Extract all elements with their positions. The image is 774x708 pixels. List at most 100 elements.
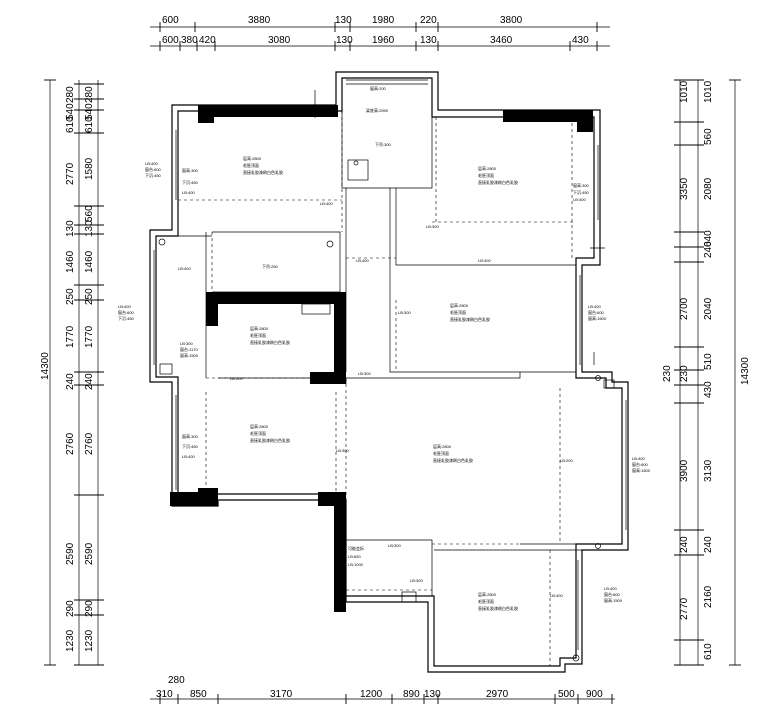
left-inner-8: 250 [84,288,95,305]
ceiling-finish: 毛胚顶面 [478,598,494,604]
window-note: 下沉:450 [145,172,162,178]
bottom-dim-8: 500 [558,689,575,700]
right-outer-3: 2700 [679,297,690,320]
window-note: 下沉:450 [182,443,199,449]
entry-note: 可能会拆 [348,545,364,551]
bottom-dimension-chain: 280 310 850 3170 1200 890 130 2970 500 9… [150,675,615,704]
left-inner-13: 290 [84,600,95,617]
right-outer-2: 3350 [679,177,690,200]
beam-label: LB:200 [230,376,243,381]
room-annotation-d: 层高:2800 毛胚顶面 直接乳胶漆刷白色乳胶 [250,325,290,345]
beam-label: LB:300 [388,543,401,548]
drain-icon-4 [595,543,601,549]
room-annotation-f: 层高:2800 毛胚顶面 直接乳胶漆刷白色乳胶 [433,443,473,463]
right-inner-4: 240 [703,241,714,258]
left-inner-5: 560 [84,205,95,222]
beam-label: LB:300 [336,448,349,453]
left-outer-8: 1770 [65,325,76,348]
drain-icon-2 [326,240,334,248]
bottom-dim-3: 3170 [270,689,293,700]
ceiling-note: 直接乳胶漆刷白色乳胶 [478,605,518,611]
ceiling-height: 层高:2800 [250,325,269,331]
room-annotation-e: 层高:2800 毛胚顶面 直接乳胶漆刷白色乳胶 [250,423,290,443]
meter-box [401,591,417,603]
window-note: LB:400 [182,454,195,459]
ceiling-finish: 毛胚顶面 [478,172,494,178]
left-outer-4: 2770 [65,162,76,185]
room-annotation-c: 层高:2800 毛胚顶面 直接乳胶漆刷白色乳胶 [450,302,490,322]
left-inner-12: 2590 [84,542,95,565]
beam-label: LB:400 [178,266,191,271]
drain-icon-5 [572,654,580,662]
left-inner-11: 2760 [84,432,95,455]
small-annotations: 窗高:200 梁底高:2590 下吊:300 下吊:250 LB:400 LB:… [118,85,651,603]
right-total: 14300 [740,357,751,385]
ceiling-finish: 毛胚顶面 [250,430,266,436]
right-inner-8: 430 [703,381,714,398]
window-note: 窗高:1500 [604,597,623,603]
room-annotation-a: 层高:2800 毛胚顶面 直接乳胶漆刷白色乳胶 [243,155,283,175]
drain-icon-3 [595,375,601,381]
window-note: LB:400 [145,161,158,166]
left-total: 14300 [40,352,51,380]
top-dim-4: 1980 [372,15,395,26]
window-note: 窗高:300 [573,182,590,188]
left-outer-2: 540 [65,103,76,120]
left-inner-1: 280 [84,86,95,103]
window-note: 窗高:300 [182,433,199,439]
window-height-label: 窗高:200 [370,85,387,91]
right-inner-2: 560 [703,128,714,145]
entry-note: LB:650 [348,554,361,559]
ceiling-finish: 毛胚顶面 [450,309,466,315]
pipe-box [603,379,615,389]
top-dim-3: 130 [335,15,352,26]
top-inner-4: 3080 [268,35,291,46]
top-inner-5: 130 [336,35,353,46]
beam-label: LB:300 [358,371,371,376]
right-inner-6: 2040 [703,297,714,320]
window-note: LB:400 [573,197,586,202]
window-note: 窗台:600 [604,591,621,597]
right-inner-1: 1010 [703,80,714,103]
left-outer-7: 250 [65,288,76,305]
sink-drain-icon [353,160,359,166]
ceiling-note: 直接乳胶漆刷白色乳胶 [250,339,290,345]
windows [149,79,627,650]
left-inner-7: 1460 [84,250,95,273]
top-inner-2: 380 [181,35,198,46]
drop-ceiling-label-2: 下吊:250 [262,264,279,269]
entry-note: LB:1000 [348,562,364,567]
left-outer-10: 2760 [65,432,76,455]
ceiling-height: 层高:2800 [243,155,262,161]
left-outer-3: 610 [65,116,76,133]
left-outer-11: 2590 [65,542,76,565]
room-annotation-g: 层高:2800 毛胚顶面 直接乳胶漆刷白色乳胶 [478,591,518,611]
fixtures [158,90,615,662]
right-dimension-chain: 1010 560 2080 240 640 2040 510 430 3130 … [662,79,751,666]
right-inner-12: 610 [703,643,714,660]
top-dim-6: 3800 [500,15,523,26]
beam-label: LB:400 [550,593,563,598]
left-outer-9: 240 [65,373,76,390]
bottom-dim-1: 310 [156,689,173,700]
right-inner-7: 510 [703,353,714,370]
top-inner-9: 430 [572,35,589,46]
ceiling-finish: 毛胚顶面 [243,162,259,168]
left-inner-4: 1580 [84,157,95,180]
ceiling-note: 直接乳胶漆刷白色乳胶 [450,316,490,322]
left-inner-6: 130 [84,220,95,237]
room-annotation-b: 层高:2800 毛胚顶面 直接乳胶漆刷白色乳胶 [478,165,518,185]
right-outer-6: 240 [679,536,690,553]
left-outer-5: 130 [65,220,76,237]
window-note: 窗台:600 [145,166,162,172]
right-outer-5: 3900 [679,459,690,482]
ceiling-note: 直接乳胶漆刷白色乳胶 [250,437,290,443]
bottom-dim-4: 1200 [360,689,383,700]
top-dim-2: 3880 [248,15,271,26]
top-dimension-chain: 600 3880 130 1980 220 3800 600 380 420 3… [150,15,610,51]
window-note: 窗台:600 [118,309,135,315]
top-inner-6: 1960 [372,35,395,46]
left-inner-2: 540 [84,103,95,120]
sink-fixture [347,159,369,181]
beam-label: LB:300 [398,310,411,315]
